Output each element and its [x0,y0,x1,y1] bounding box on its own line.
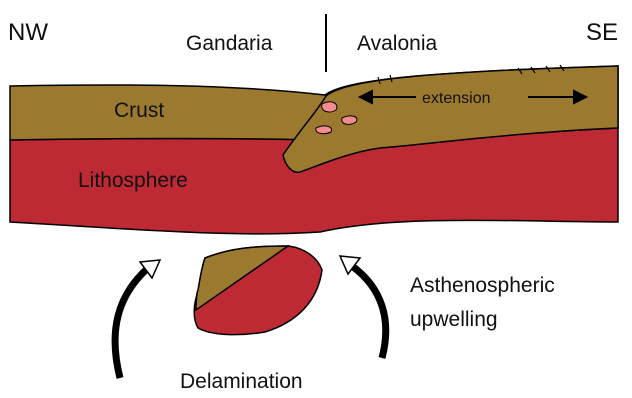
right-upwelling-arrow [340,256,386,358]
melt-pod [316,126,332,134]
label-crust: Crust [114,99,164,122]
label-asthenospheric: Asthenospheric [410,274,555,297]
label-extension: extension [422,90,491,107]
melt-pod [342,116,357,124]
delaminated-block [194,246,322,335]
label-nw: NW [8,19,48,46]
label-gandaria: Gandaria [186,32,273,55]
label-lithosphere: Lithosphere [78,169,188,192]
label-avalonia: Avalonia [357,32,437,55]
label-se: SE [586,19,618,46]
label-upwelling: upwelling [410,308,498,331]
label-delamination: Delamination [180,370,303,393]
melt-pod [322,102,337,112]
left-upwelling-arrow [115,260,160,378]
